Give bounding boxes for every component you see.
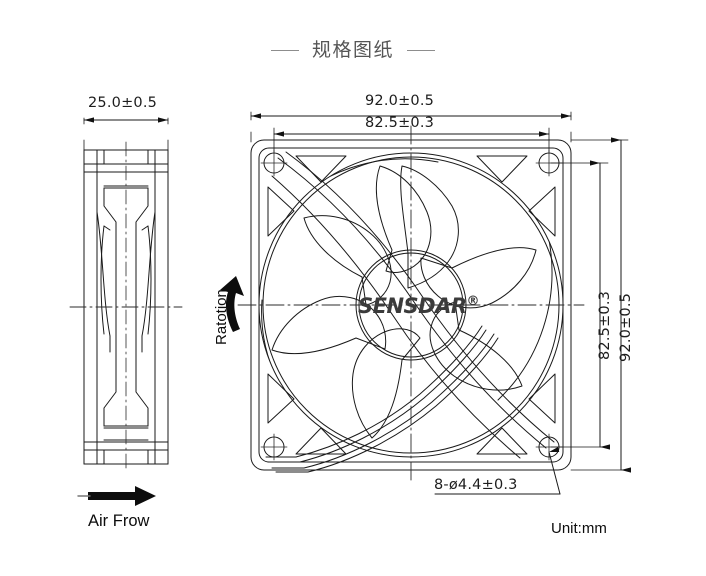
side-view-thickness-dimension <box>83 117 169 153</box>
dimension-92-right <box>570 137 631 473</box>
front-view-width-inner-label: 82.5±0.3 <box>365 115 435 131</box>
dimension-82-5-top <box>273 127 550 153</box>
front-view-height-outer-label: 92.0±0.5 <box>618 292 634 362</box>
registered-trademark-icon: ® <box>466 294 480 309</box>
hole-callout-leader <box>434 446 561 495</box>
front-view-height-inner-label: 82.5±0.3 <box>597 290 613 360</box>
mounting-hole-callout-label: 8-ø4.4±0.3 <box>434 477 518 493</box>
dimension-82-5-right <box>550 160 610 450</box>
rotation-label: Ratotion <box>213 289 230 345</box>
frame-struts <box>271 151 555 459</box>
brand-logo-text: SENSDAR <box>358 294 467 318</box>
brand-logo: SENSDAR® <box>358 295 480 317</box>
airflow-arrow-shape <box>88 486 156 506</box>
front-view-width-outer-label: 92.0±0.5 <box>365 93 435 109</box>
power-wires <box>265 325 499 473</box>
unit-note: Unit:mm <box>551 520 607 537</box>
side-view-thickness-label: 25.0±0.5 <box>88 95 158 111</box>
airflow-label: Air Frow <box>88 512 150 530</box>
rotation-arrow-shape <box>220 276 244 332</box>
